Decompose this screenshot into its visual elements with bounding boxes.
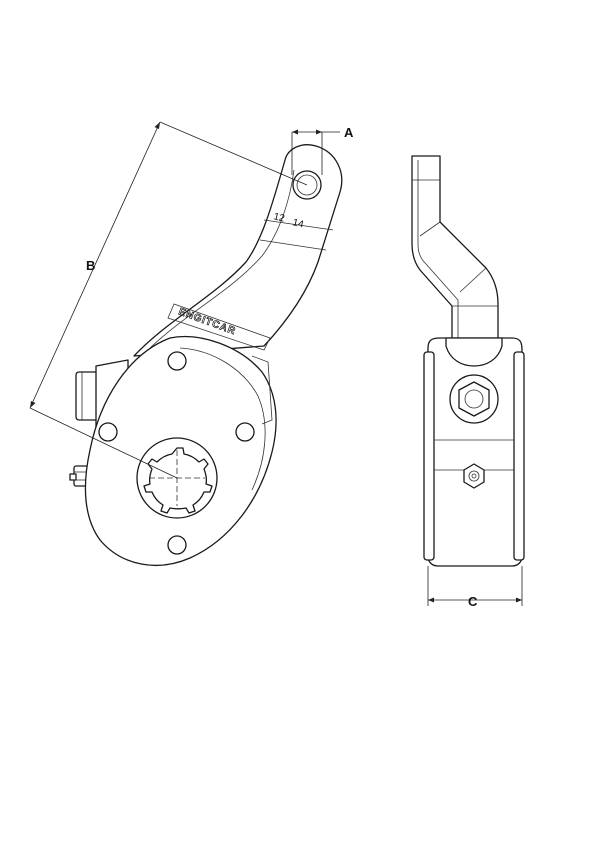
arm-marking-right: 14: [291, 217, 305, 230]
arm-outline: [133, 144, 343, 357]
dimension-c-label: C: [468, 594, 478, 609]
arm-inner-edge: [149, 169, 295, 349]
side-hub-collar: [445, 337, 503, 367]
side-arm-outline: [411, 155, 499, 347]
side-arm-inner: [417, 160, 459, 346]
side-body-outline: [427, 337, 523, 567]
bolt-right: [235, 422, 255, 442]
dimension-b-label: B: [86, 258, 95, 273]
brand-plate: [167, 303, 271, 351]
clevis-hole: [292, 170, 322, 200]
side-rail-right: [513, 351, 525, 561]
dimension-c: C: [427, 566, 523, 609]
front-view: ENGITCAR 12 14: [69, 144, 343, 566]
body-side-flange: [251, 355, 273, 425]
bolt-bottom: [167, 535, 187, 555]
arm-marking-left: 12: [272, 211, 286, 224]
bolt-top: [167, 351, 187, 371]
spline-outer: [136, 437, 218, 519]
side-view: [411, 155, 525, 567]
dimension-b: B: [29, 121, 308, 479]
body-outline: [84, 336, 277, 566]
bolt-left: [98, 422, 118, 442]
adjuster-hex-boss: [449, 374, 499, 424]
side-rail-left: [423, 351, 435, 561]
adjuster-hex-icon: [458, 381, 490, 417]
dimension-a: A: [291, 125, 354, 175]
worm-cap: [75, 371, 99, 421]
spline-teeth: [143, 447, 213, 514]
body-rim: [179, 347, 266, 491]
clevis-hole-inner: [296, 174, 318, 196]
arm-band-lines: [259, 219, 334, 251]
dimension-a-label: A: [344, 125, 354, 140]
side-grease-nipple-icon: [463, 463, 485, 489]
